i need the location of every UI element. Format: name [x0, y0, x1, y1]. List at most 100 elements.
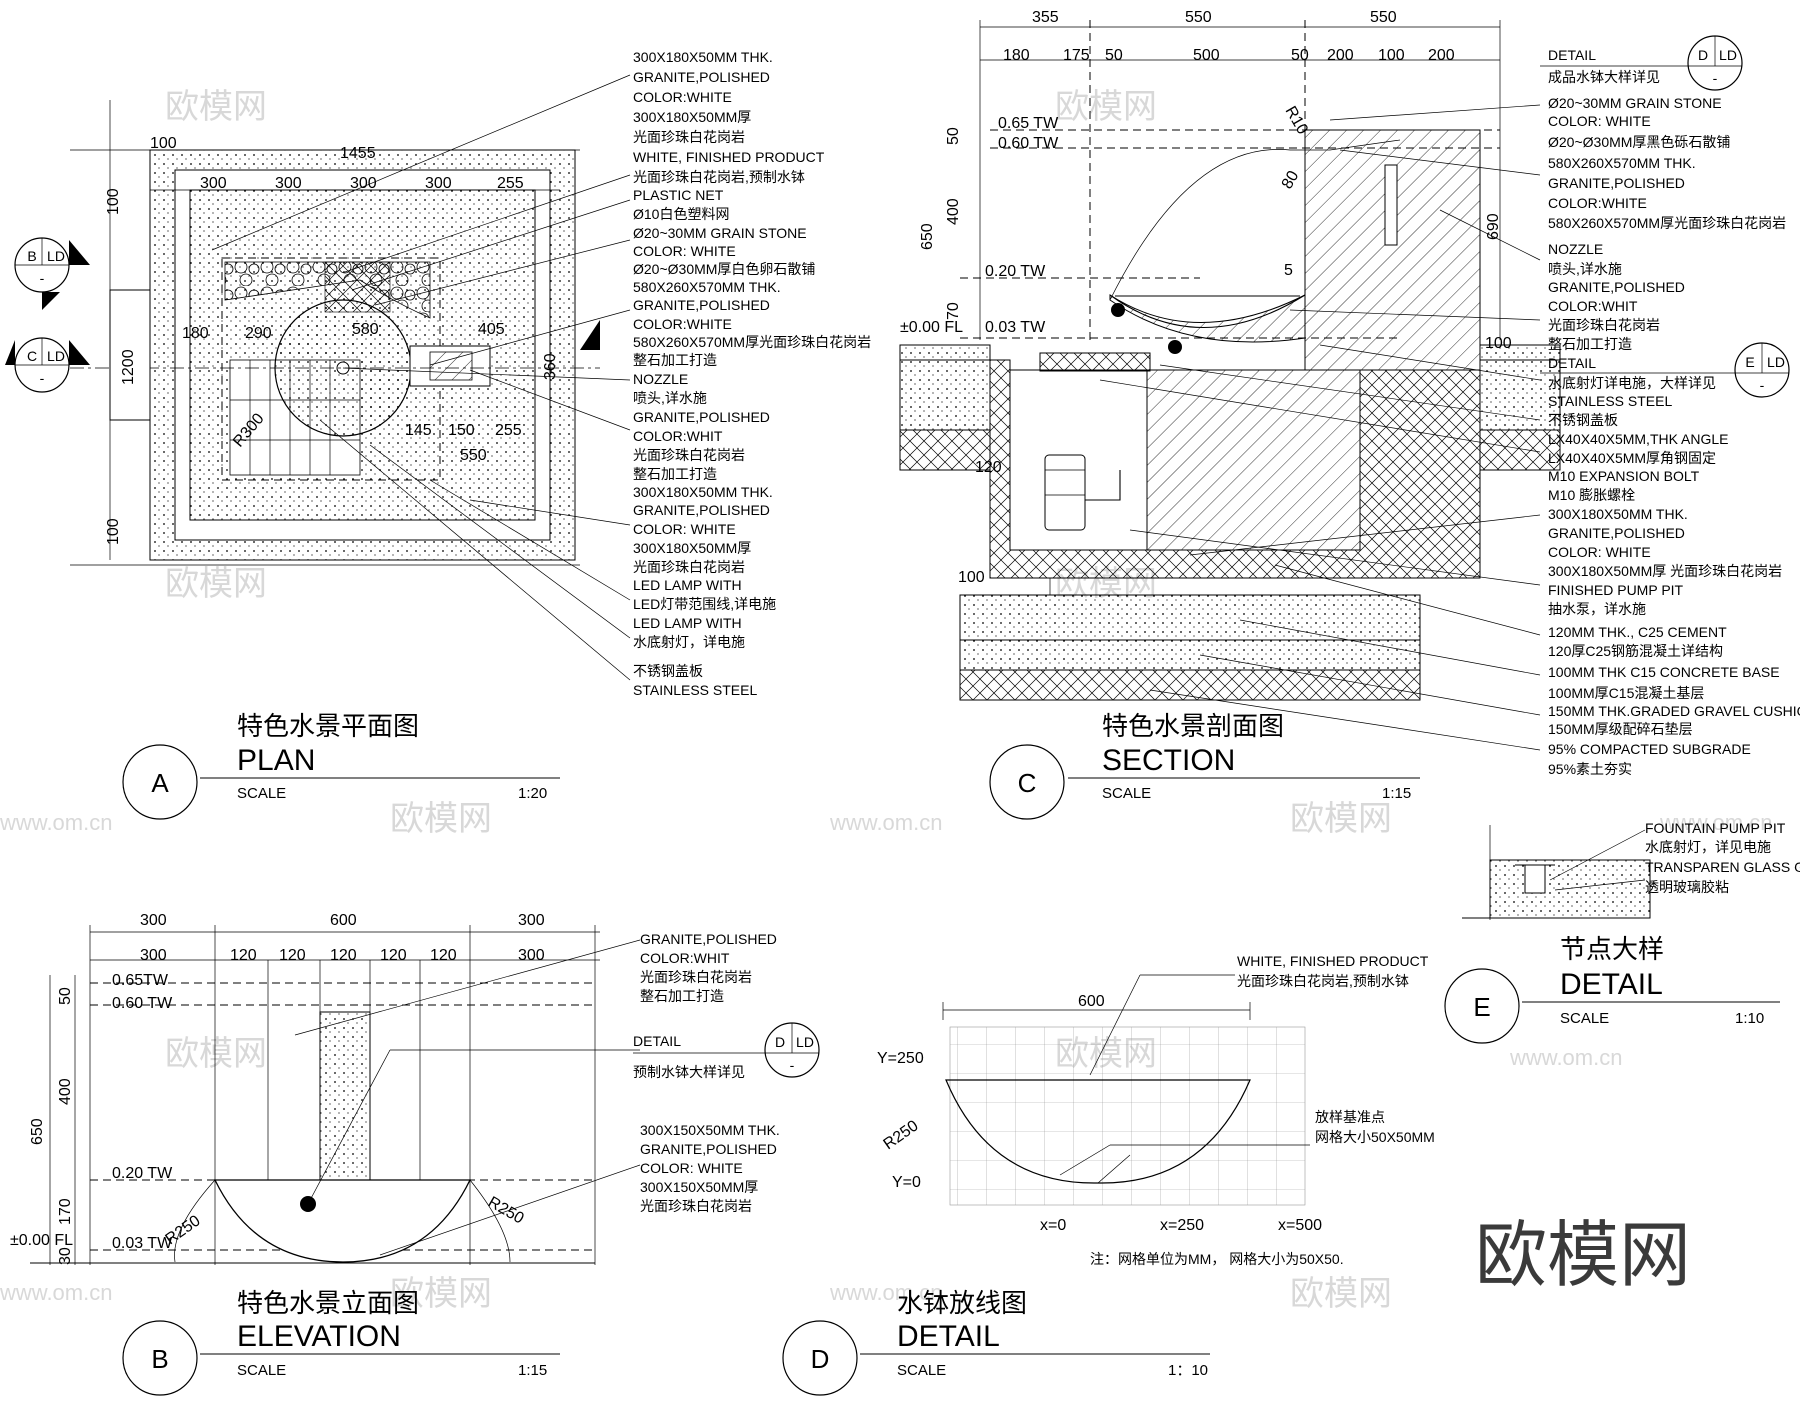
- bowl-title-block: D 水钵放线图 DETAIL SCALE 1：10: [782, 1288, 1210, 1396]
- svg-text:Ø20~30MM GRAIN STONE: Ø20~30MM GRAIN STONE: [633, 225, 807, 241]
- svg-text:喷头,详水施: 喷头,详水施: [633, 390, 707, 406]
- svg-text:580X260X570MM THK.: 580X260X570MM THK.: [1548, 155, 1696, 171]
- section-title-block: C 特色水景剖面图 SECTION SCALE 1:15: [989, 711, 1420, 820]
- svg-text:100MM THK C15 CONCRETE BASE: 100MM THK C15 CONCRETE BASE: [1548, 664, 1780, 680]
- svg-text:400: 400: [945, 198, 962, 225]
- svg-text:GRANITE,POLISHED: GRANITE,POLISHED: [633, 297, 770, 313]
- svg-text:180: 180: [1003, 47, 1030, 64]
- svg-text:-: -: [790, 1057, 795, 1073]
- svg-text:C: C: [1018, 768, 1037, 798]
- svg-text:LD: LD: [47, 348, 65, 364]
- svg-text:0.20 TW: 0.20 TW: [985, 263, 1046, 280]
- svg-text:B: B: [151, 1344, 168, 1374]
- svg-text:R250: R250: [881, 1117, 922, 1153]
- plan-view: 100 1455 300 300 300 300 255 100 1200 10…: [5, 49, 871, 820]
- svg-text:30: 30: [57, 1247, 74, 1265]
- svg-text:120: 120: [230, 947, 257, 964]
- svg-text:GRANITE,POLISHED: GRANITE,POLISHED: [1548, 279, 1685, 295]
- svg-text:光面珍珠白花岗岩: 光面珍珠白花岗岩: [640, 1198, 752, 1214]
- svg-text:300: 300: [140, 912, 167, 929]
- elevation-bowl: [213, 1179, 472, 1263]
- svg-text:300X180X50MM THK.: 300X180X50MM THK.: [633, 49, 773, 65]
- svg-text:1455: 1455: [340, 145, 376, 162]
- elevation-levels: 0.65TW 0.60 TW 0.20 TW ±0.00 FL 0.03 TW: [10, 972, 173, 1252]
- svg-text:GRANITE,POLISHED: GRANITE,POLISHED: [633, 409, 770, 425]
- svg-text:LD: LD: [796, 1034, 814, 1050]
- svg-text:100: 100: [105, 518, 122, 545]
- watermark-site: www.om.cn: [0, 810, 112, 835]
- svg-text:透明玻璃胶粘: 透明玻璃胶粘: [1645, 879, 1729, 895]
- section-callouts: DETAIL 成品水钵大样详见 Ø20~30MM GRAIN STONE COL…: [1548, 47, 1800, 777]
- svg-text:LD: LD: [47, 248, 65, 264]
- section-gravel-cushion: [959, 639, 1421, 671]
- svg-text:COLOR:WHIT: COLOR:WHIT: [1548, 298, 1638, 314]
- svg-text:D: D: [1698, 47, 1708, 63]
- plan-marker-c: C LD -: [5, 337, 90, 393]
- section-pump: [1044, 454, 1121, 531]
- elevation-callouts: GRANITE,POLISHED COLOR:WHIT 光面珍珠白花岗岩 整石加…: [633, 931, 780, 1214]
- svg-text:100: 100: [150, 135, 177, 152]
- svg-text:300X150X50MM THK.: 300X150X50MM THK.: [640, 1122, 780, 1138]
- svg-text:300: 300: [518, 947, 545, 964]
- svg-text:LD: LD: [1767, 354, 1785, 370]
- svg-text:600: 600: [1078, 993, 1105, 1010]
- svg-text:LED LAMP WITH: LED LAMP WITH: [633, 577, 742, 593]
- svg-text:COLOR:WHIT: COLOR:WHIT: [633, 428, 723, 444]
- svg-text:0.65TW: 0.65TW: [112, 972, 169, 989]
- svg-text:170: 170: [57, 1198, 74, 1225]
- section-view: 355 550 550 180 175 50 500 50 200 100 20…: [899, 9, 1800, 820]
- svg-text:SCALE: SCALE: [897, 1362, 946, 1379]
- bowl-grid: [949, 1026, 1306, 1206]
- svg-text:光面珍珠白花岗岩: 光面珍珠白花岗岩: [640, 969, 752, 985]
- svg-text:水钵放线图: 水钵放线图: [897, 1288, 1027, 1318]
- svg-text:B: B: [27, 248, 36, 264]
- elevation-marker-d: D LD -: [633, 1022, 820, 1078]
- svg-text:550: 550: [460, 447, 487, 464]
- svg-text:PLASTIC NET: PLASTIC NET: [633, 187, 724, 203]
- svg-text:1:15: 1:15: [1382, 785, 1411, 802]
- svg-text:300X180X50MM厚: 300X180X50MM厚: [633, 109, 751, 125]
- svg-text:水底射灯，详电施: 水底射灯，详电施: [633, 634, 745, 650]
- svg-text:120: 120: [380, 947, 407, 964]
- svg-text:Ø20~Ø30MM厚白色卵石散铺: Ø20~Ø30MM厚白色卵石散铺: [633, 261, 815, 277]
- watermark-site: www.om.cn: [1659, 810, 1772, 835]
- svg-text:120: 120: [330, 947, 357, 964]
- svg-text:抽水泵，详水施: 抽水泵，详水施: [1548, 601, 1646, 617]
- svg-text:注：网格单位为MM， 网格大小为50X50.: 注：网格单位为MM， 网格大小为50X50.: [1090, 1251, 1344, 1267]
- svg-text:95% COMPACTED SUBGRADE: 95% COMPACTED SUBGRADE: [1548, 741, 1751, 757]
- section-leaders: [1099, 104, 1541, 751]
- plan-title-block: A 特色水景平面图 PLAN SCALE 1:20: [122, 711, 560, 820]
- svg-text:x=500: x=500: [1278, 1217, 1322, 1234]
- watermark-brand: 欧模网: [1290, 800, 1392, 838]
- svg-text:COLOR: WHITE: COLOR: WHITE: [633, 521, 736, 537]
- svg-text:70: 70: [945, 302, 962, 320]
- svg-text:100: 100: [1378, 47, 1405, 64]
- svg-text:COLOR:WHITE: COLOR:WHITE: [1548, 195, 1647, 211]
- svg-text:DETAIL: DETAIL: [897, 1320, 1000, 1353]
- svg-text:COLOR:WHITE: COLOR:WHITE: [633, 89, 732, 105]
- svg-text:DETAIL: DETAIL: [1560, 968, 1663, 1001]
- svg-text:Y=0: Y=0: [892, 1174, 921, 1191]
- node-callouts: FOUNTAIN PUMP PIT 水底射灯，详见电施 TRANSPAREN G…: [1645, 820, 1800, 895]
- svg-text:不锈钢盖板: 不锈钢盖板: [1548, 412, 1618, 428]
- svg-text:整石加工打造: 整石加工打造: [633, 466, 717, 482]
- svg-text:M10 膨胀螺栓: M10 膨胀螺栓: [1548, 487, 1635, 503]
- svg-text:PLAN: PLAN: [237, 744, 315, 777]
- svg-text:1:20: 1:20: [518, 785, 547, 802]
- svg-text:DETAIL: DETAIL: [1548, 47, 1596, 63]
- svg-text:光面珍珠白花岗岩,预制水钵: 光面珍珠白花岗岩,预制水钵: [633, 169, 805, 185]
- svg-text:光面珍珠白花岗岩,预制水钵: 光面珍珠白花岗岩,预制水钵: [1237, 973, 1409, 989]
- watermark-logo: 欧模网: [1475, 1213, 1691, 1297]
- svg-text:整石加工打造: 整石加工打造: [1548, 336, 1632, 352]
- svg-text:特色水景剖面图: 特色水景剖面图: [1102, 711, 1284, 741]
- svg-text:TRANSPAREN GLASS GULE: TRANSPAREN GLASS GULE: [1645, 859, 1800, 875]
- svg-text:1：10: 1：10: [1168, 1362, 1208, 1379]
- section-levels: 0.65 TW 0.60 TW 0.20 TW ±0.00 FL 0.03 TW: [900, 115, 1059, 336]
- svg-text:405: 405: [478, 321, 505, 338]
- svg-text:LD: LD: [1719, 47, 1737, 63]
- svg-text:C: C: [27, 348, 37, 364]
- svg-text:Ø20~Ø30MM厚黑色砾石散铺: Ø20~Ø30MM厚黑色砾石散铺: [1548, 134, 1730, 150]
- svg-text:预制水钵大样详见: 预制水钵大样详见: [633, 1064, 745, 1080]
- svg-text:COLOR: WHITE: COLOR: WHITE: [1548, 113, 1651, 129]
